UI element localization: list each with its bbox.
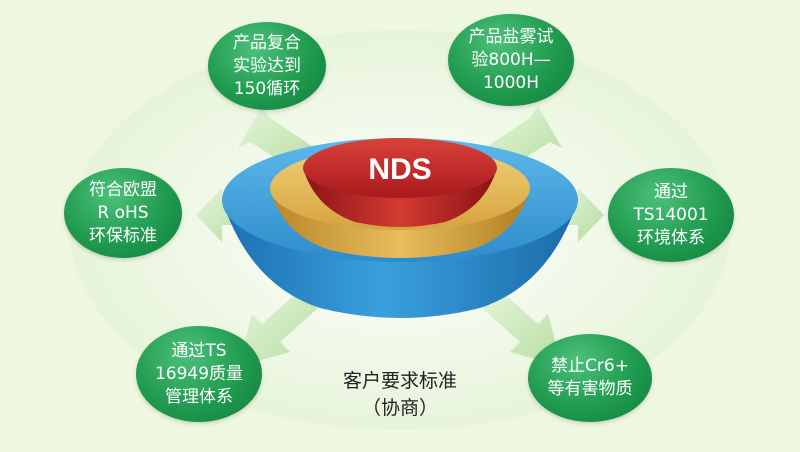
arrow-bottom-left	[238, 290, 318, 366]
node-top-left: 产品复合 实验达到 150循环	[208, 22, 326, 110]
bottom-label: 客户要求标准 （协商）	[342, 370, 457, 419]
arrow-bottom-right	[482, 290, 562, 366]
node-mid-left-label: 符合欧盟 R oHS 环保标准	[89, 179, 157, 246]
node-bottom-right-label: 禁止Cr6+ 等有害物质	[547, 356, 633, 399]
node-bottom-left: 通过TS 16949质量 管理体系	[136, 326, 262, 422]
center-title: NDS	[368, 153, 432, 186]
node-top-left-label: 产品复合 实验达到 150循环	[233, 32, 301, 99]
inner-tier-top	[303, 138, 497, 198]
node-mid-right-label: 通过 TS14001 环境体系	[633, 181, 709, 248]
node-bottom-left-label: 通过TS 16949质量 管理体系	[154, 340, 244, 407]
node-mid-right: 通过 TS14001 环境体系	[608, 168, 734, 262]
arrow-right	[550, 188, 604, 242]
arrow-left	[196, 188, 250, 242]
node-top-right-label: 产品盐雾试 验800H— 1000H	[468, 26, 554, 93]
node-bottom-right: 禁止Cr6+ 等有害物质	[528, 334, 652, 422]
node-top-right: 产品盐雾试 验800H— 1000H	[448, 14, 574, 106]
node-mid-left: 符合欧盟 R oHS 环保标准	[64, 168, 182, 258]
